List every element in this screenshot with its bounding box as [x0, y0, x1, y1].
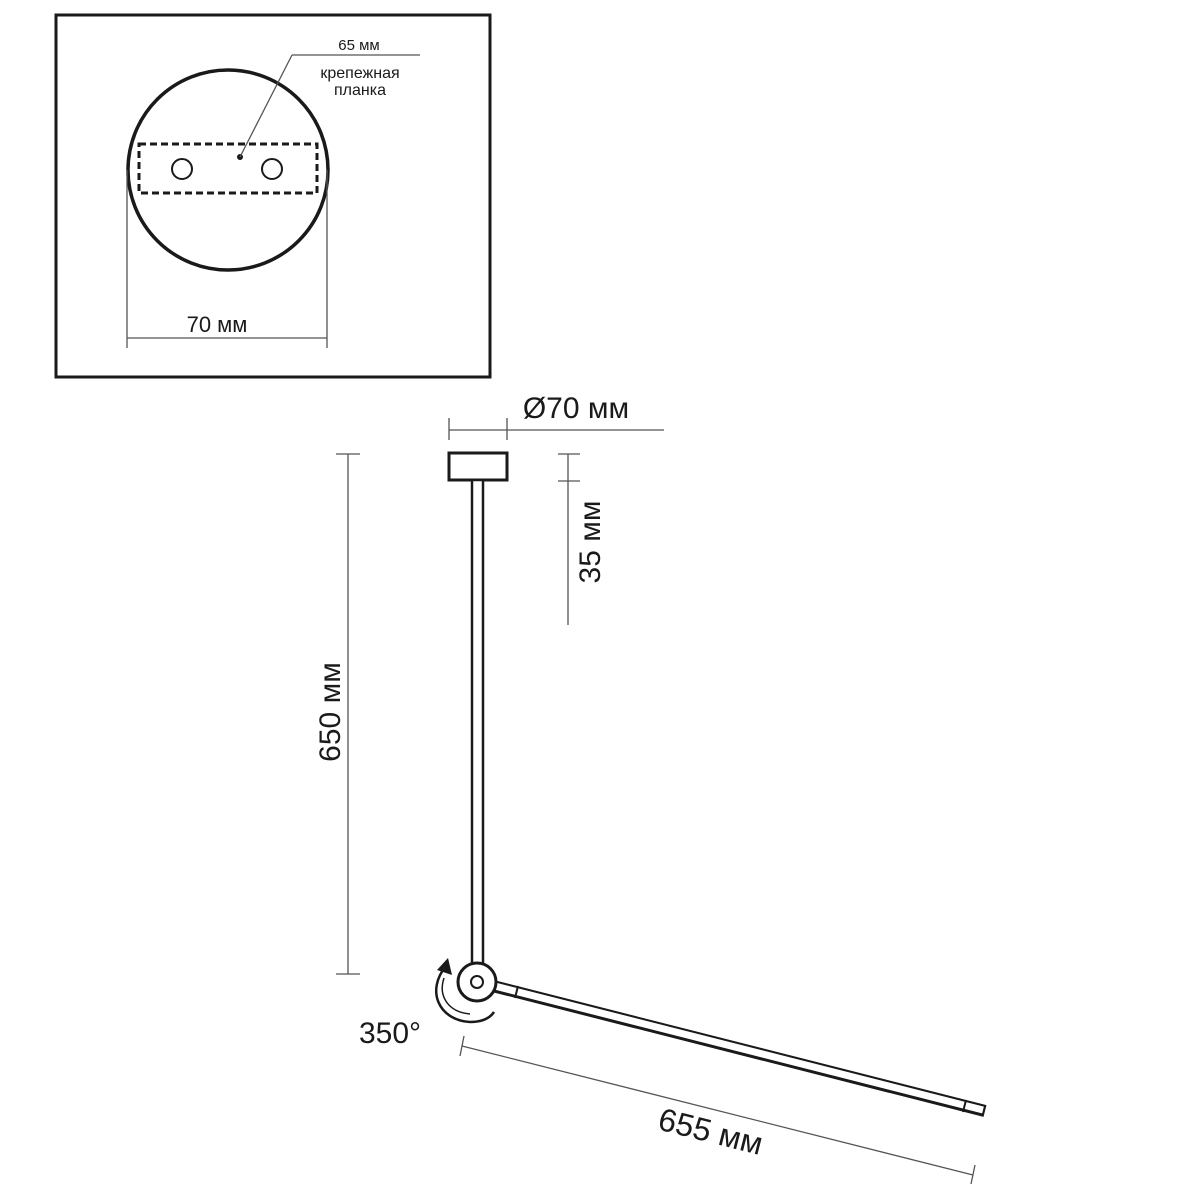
- vertical-rod: [470, 478, 485, 968]
- inset-top-view: 65 мм крепежная планка 70 мм: [54, 13, 492, 379]
- bracket-width-label: 65 мм: [338, 37, 379, 54]
- canopy: [447, 451, 509, 482]
- mounting-hole-left: [171, 158, 193, 180]
- swing-arm-fill: [478, 978, 984, 1114]
- arm-length-label: 655 мм: [655, 1101, 767, 1162]
- rotation-arrow-inner: [441, 977, 471, 1015]
- diameter-label: Ø70 мм: [523, 392, 629, 425]
- swing-arm-end-mark: [962, 1099, 967, 1113]
- mounting-hole-right: [261, 158, 283, 180]
- inset-frame: [54, 13, 492, 379]
- canopy-top-circle: [126, 68, 330, 272]
- inset-width-label: 70 мм: [187, 312, 248, 337]
- rod-length-label: 650 мм: [314, 662, 347, 762]
- bracket-label-line2: планка: [334, 82, 386, 99]
- rotation-arrowhead-icon: [437, 958, 452, 975]
- rotation-arrow-icon: [435, 965, 496, 1024]
- swing-arm-joint-mark: [514, 985, 519, 999]
- pivot-joint-center: [470, 975, 484, 989]
- mounting-bracket-dashed: [137, 142, 319, 195]
- bracket-label-line1: крепежная: [320, 65, 399, 82]
- lamp-side-view: Ø70 мм 35 мм 650 мм 350° 655 мм: [314, 392, 987, 1185]
- rotation-angle-label: 350°: [359, 1017, 421, 1050]
- arm-length-dim-line: [461, 1045, 974, 1176]
- canopy-height-label: 35 мм: [574, 501, 607, 584]
- bracket-leader-line: [239, 54, 293, 158]
